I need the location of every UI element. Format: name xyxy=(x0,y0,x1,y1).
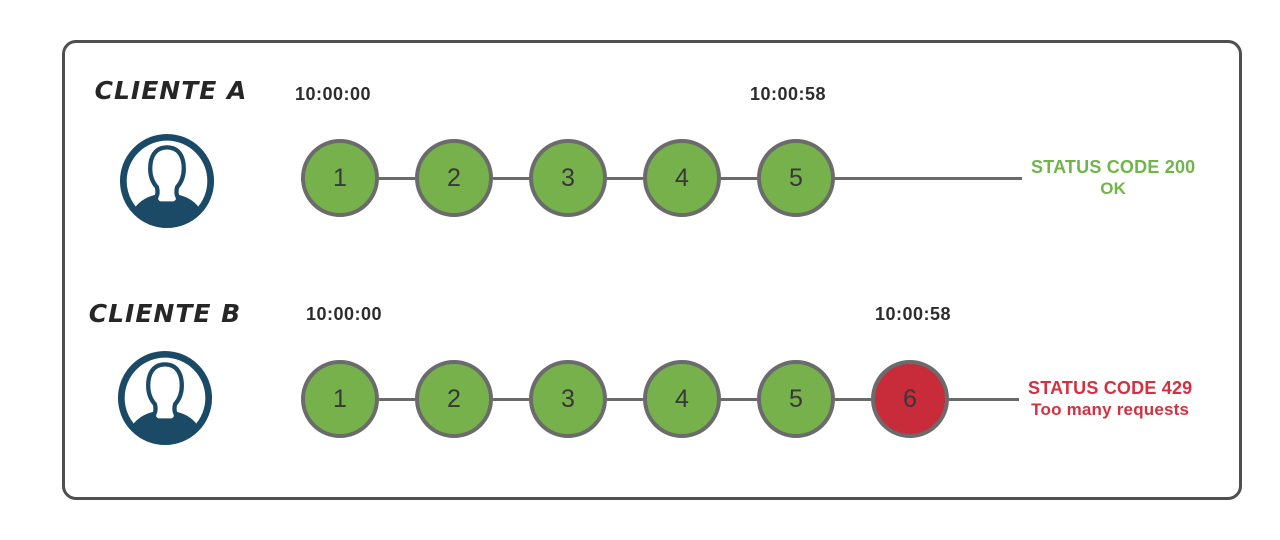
connector-segment xyxy=(607,176,643,180)
request-circle-2: 2 xyxy=(415,139,493,217)
client-b-label: CLIENTE B xyxy=(88,299,242,328)
client-b-status-text: STATUS CODE 429 Too many requests xyxy=(1028,378,1192,420)
request-circle-2: 2 xyxy=(415,360,493,438)
connector-segment xyxy=(379,397,415,401)
user-avatar-icon xyxy=(117,350,213,446)
connector-segment xyxy=(835,397,871,401)
request-circle-1: 1 xyxy=(301,139,379,217)
status-code-line: STATUS CODE 200 xyxy=(1031,157,1196,177)
request-circle-5: 5 xyxy=(757,360,835,438)
request-circle-4: 4 xyxy=(643,139,721,217)
connector-segment xyxy=(721,397,757,401)
connector-segment xyxy=(493,176,529,180)
connector-tail xyxy=(949,397,1019,401)
request-circle-6: 6 xyxy=(871,360,949,438)
connector-segment xyxy=(607,397,643,401)
client-a-status-text: STATUS CODE 200 OK xyxy=(1031,157,1195,199)
request-circle-1: 1 xyxy=(301,360,379,438)
request-circle-3: 3 xyxy=(529,139,607,217)
client-b-end-time: 10:00:58 xyxy=(875,304,952,324)
status-message-line: Too many requests xyxy=(1031,400,1190,419)
connector-tail xyxy=(835,176,1022,180)
client-a-label: CLIENTE A xyxy=(94,76,248,105)
request-circle-4: 4 xyxy=(643,360,721,438)
connector-segment xyxy=(721,176,757,180)
client-b-start-time: 10:00:00 xyxy=(306,304,383,324)
status-message-line: OK xyxy=(1100,179,1127,198)
client-a-start-time: 10:00:00 xyxy=(295,84,372,104)
request-circle-5: 5 xyxy=(757,139,835,217)
user-avatar-icon xyxy=(119,133,215,229)
connector-segment xyxy=(493,397,529,401)
connector-segment xyxy=(379,176,415,180)
client-a-end-time: 10:00:58 xyxy=(750,84,827,104)
request-circle-3: 3 xyxy=(529,360,607,438)
status-code-line: STATUS CODE 429 xyxy=(1028,378,1193,398)
